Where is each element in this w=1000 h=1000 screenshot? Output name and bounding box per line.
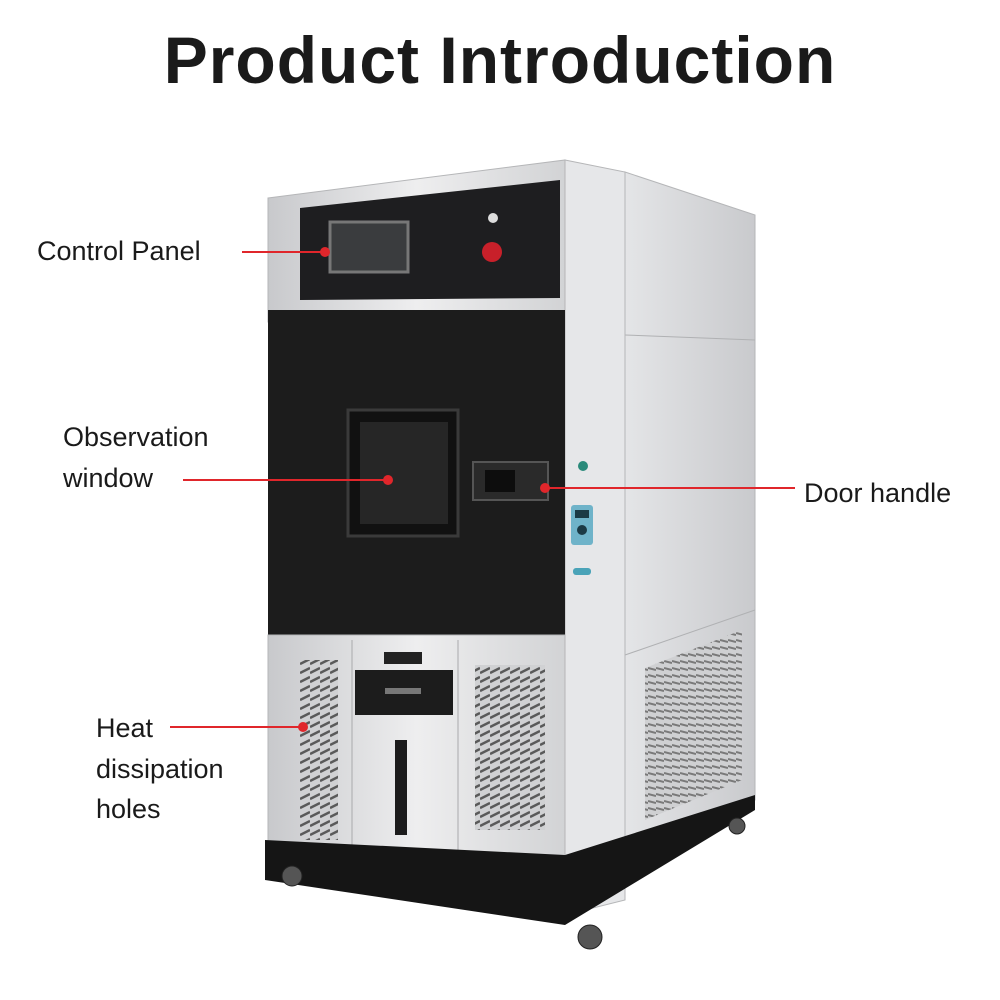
touch-screen bbox=[328, 220, 410, 274]
label-control-panel: Control Panel bbox=[37, 236, 201, 266]
page-title: Product Introduction bbox=[163, 23, 837, 97]
annotation-control-panel: Control Panel bbox=[37, 236, 330, 266]
label-observation-line2: window bbox=[62, 463, 154, 493]
base bbox=[265, 795, 755, 925]
side-vent bbox=[645, 630, 742, 820]
annotation-observation-window: Observation window bbox=[62, 422, 393, 493]
label-heat-line3: holes bbox=[96, 794, 161, 824]
annotation-heat-dissipation: Heat dissipation holes bbox=[96, 713, 308, 824]
emergency-stop bbox=[482, 242, 502, 262]
switch bbox=[573, 568, 591, 575]
caster-wheels bbox=[281, 817, 746, 950]
vent-right bbox=[475, 665, 545, 830]
indicator-light bbox=[578, 461, 588, 471]
label-heat-line2: dissipation bbox=[96, 754, 224, 784]
water-level-gauge bbox=[395, 740, 407, 835]
label-observation-line1: Observation bbox=[63, 422, 209, 452]
vent-left bbox=[300, 660, 338, 840]
label-heat-line1: Heat bbox=[96, 713, 154, 743]
annotation-door-handle: Door handle bbox=[540, 478, 951, 508]
label-door-handle: Door handle bbox=[804, 478, 951, 508]
